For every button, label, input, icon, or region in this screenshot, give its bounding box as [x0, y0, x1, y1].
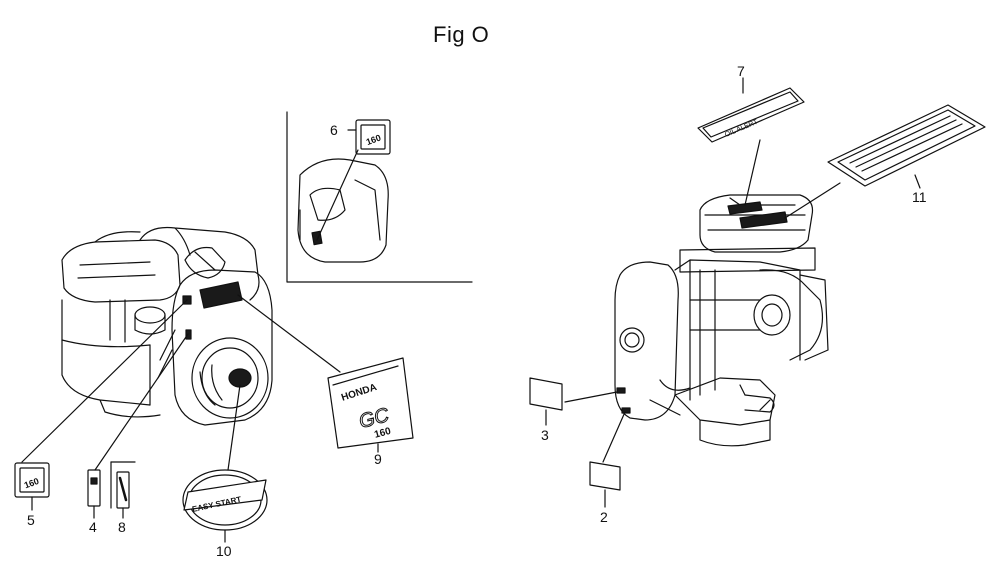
nameplate-9 — [327, 357, 414, 453]
callout-4: 4 — [89, 519, 97, 535]
callout-3: 3 — [541, 427, 549, 443]
emblem-10 — [182, 469, 268, 543]
nameplate-brand-text: HONDA — [340, 382, 378, 404]
callout-6: 6 — [330, 122, 338, 138]
callout-5: 5 — [27, 512, 35, 528]
plate-7 — [697, 77, 805, 143]
right-leader-lines — [564, 139, 841, 463]
figure-title: Fig O — [433, 22, 490, 47]
plate-7-text: OIL ALERT — [724, 118, 760, 138]
nameplate-disp-text: 160 — [373, 426, 392, 441]
right-engine-drawing — [614, 194, 829, 447]
callout-7: 7 — [737, 63, 745, 79]
callout-11: 11 — [912, 189, 927, 205]
callout-2: 2 — [600, 509, 608, 525]
plate-11 — [827, 104, 986, 189]
inset-detail — [286, 111, 473, 283]
left-leader-lines — [21, 294, 341, 471]
decal-5-text: 160 — [23, 476, 41, 491]
decal-5 — [14, 462, 50, 511]
callout-9: 9 — [374, 451, 382, 467]
callout-10: 10 — [216, 543, 232, 559]
callout-8: 8 — [118, 519, 126, 535]
decal-6 — [347, 119, 391, 155]
label-2 — [589, 461, 621, 508]
left-engine-drawing — [61, 226, 273, 426]
decal-6-text: 160 — [365, 133, 383, 148]
decal-4 — [87, 469, 101, 519]
decal-text: 160 160 EASY START HONDA GC 160 OIL ALER… — [23, 118, 760, 514]
decal-8 — [110, 461, 136, 519]
label-3 — [529, 377, 563, 426]
